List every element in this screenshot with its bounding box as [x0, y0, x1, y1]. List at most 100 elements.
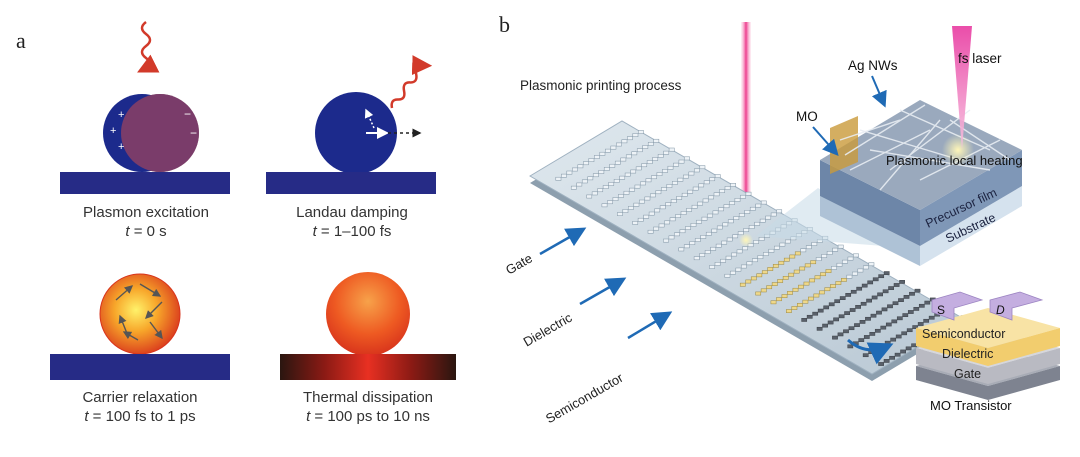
- device-cell: [774, 245, 780, 250]
- device-cell: [877, 292, 883, 297]
- device-cell: [740, 194, 746, 199]
- device-cell: [673, 162, 679, 167]
- device-cell: [710, 246, 717, 251]
- device-cell: [836, 262, 843, 267]
- device-cell: [693, 256, 700, 261]
- device-cell: [640, 181, 646, 186]
- device-cell: [632, 221, 639, 225]
- device-cell: [591, 191, 598, 196]
- local-heating-glow: [942, 134, 974, 166]
- device-cell: [674, 232, 680, 237]
- device-cell: [903, 295, 910, 299]
- mo-transistor: S D Semiconductor Dielectric Gate MO Tra…: [916, 291, 1060, 413]
- device-cell: [716, 225, 723, 230]
- device-cell: [881, 307, 888, 312]
- device-cell: [744, 210, 751, 214]
- device-cell: [846, 274, 853, 279]
- device-cell: [699, 165, 706, 170]
- device-cell: [856, 286, 863, 291]
- device-cell: [692, 186, 699, 191]
- device-cell: [643, 214, 650, 219]
- device-cell: [895, 334, 902, 339]
- device-cell: [722, 222, 729, 227]
- device-cell: [675, 214, 681, 218]
- device-cell: [924, 300, 931, 305]
- device-cell: [874, 328, 881, 333]
- device-cell: [661, 187, 667, 191]
- transfer-arrow: [847, 338, 894, 365]
- device-cell: [599, 151, 606, 156]
- device-cell: [684, 156, 690, 161]
- fs-laser-label: fs laser: [958, 51, 1002, 66]
- device-cell: [648, 211, 655, 216]
- device-cell: [887, 304, 893, 309]
- device-cell: [813, 293, 820, 298]
- device-cell: [714, 174, 721, 178]
- device-cell: [668, 235, 675, 240]
- device-cell: [602, 185, 609, 189]
- gate-arrow: [539, 227, 587, 256]
- device-cell: [828, 302, 835, 307]
- device-cell: [639, 199, 645, 204]
- stage-time: t = 0 s: [125, 223, 166, 240]
- device-cell: [819, 290, 825, 295]
- device-cell: [707, 213, 713, 218]
- device-cell: [760, 288, 767, 293]
- device-cell: [872, 277, 879, 282]
- scattered-arrow: [364, 108, 375, 129]
- device-cell: [628, 206, 634, 210]
- device-cell: [730, 183, 736, 187]
- device-cell: [647, 142, 654, 146]
- device-cell: [712, 210, 719, 215]
- device-cell: [843, 329, 849, 334]
- device-cell: [650, 193, 656, 198]
- device-cell: [890, 337, 897, 342]
- device-cell: [625, 154, 632, 159]
- device-cell: [867, 280, 874, 285]
- device-cell: [663, 150, 670, 155]
- device-cell: [928, 315, 935, 320]
- device-cell: [612, 197, 619, 201]
- device-cell: [624, 172, 631, 177]
- device-cell: [709, 265, 715, 269]
- device-cell: [833, 317, 839, 322]
- stage-title: Carrier relaxation: [82, 389, 197, 406]
- device-cell: [726, 237, 733, 242]
- dielectric-arrow: [579, 277, 627, 306]
- device-cell: [588, 158, 595, 162]
- film-top: [820, 100, 1022, 210]
- hot-nanoparticle: [99, 273, 181, 355]
- panel-a-label: a: [16, 28, 26, 53]
- device-cell: [635, 166, 642, 171]
- device-cell: [617, 212, 623, 216]
- device-cell: [724, 186, 731, 190]
- device-cell: [705, 231, 712, 236]
- device-cell: [830, 284, 836, 288]
- panel-b-label: b: [499, 12, 510, 37]
- device-cell: [742, 246, 748, 251]
- device-cell: [690, 223, 697, 227]
- device-cell: [883, 359, 890, 363]
- device-cell: [627, 136, 633, 141]
- device-cell: [788, 272, 795, 277]
- device-cell: [765, 215, 772, 220]
- device-cell: [835, 281, 842, 285]
- device-cell: [713, 192, 720, 197]
- device-cell: [669, 217, 676, 222]
- device-cell: [711, 228, 718, 233]
- device-cell: [900, 349, 906, 354]
- device-cell: [743, 228, 750, 232]
- mo-region: [830, 116, 858, 174]
- device-cell: [653, 226, 659, 231]
- device-cell: [808, 296, 814, 301]
- source-label: S: [937, 303, 945, 317]
- device-cell: [802, 299, 809, 304]
- device-cell: [609, 163, 616, 168]
- device-cell: [686, 208, 692, 212]
- device-cell: [745, 279, 752, 284]
- device-cell: [622, 209, 629, 213]
- device-cell: [694, 238, 701, 242]
- device-cell: [592, 173, 599, 178]
- device-cell: [917, 322, 924, 326]
- device-cell: [699, 253, 706, 257]
